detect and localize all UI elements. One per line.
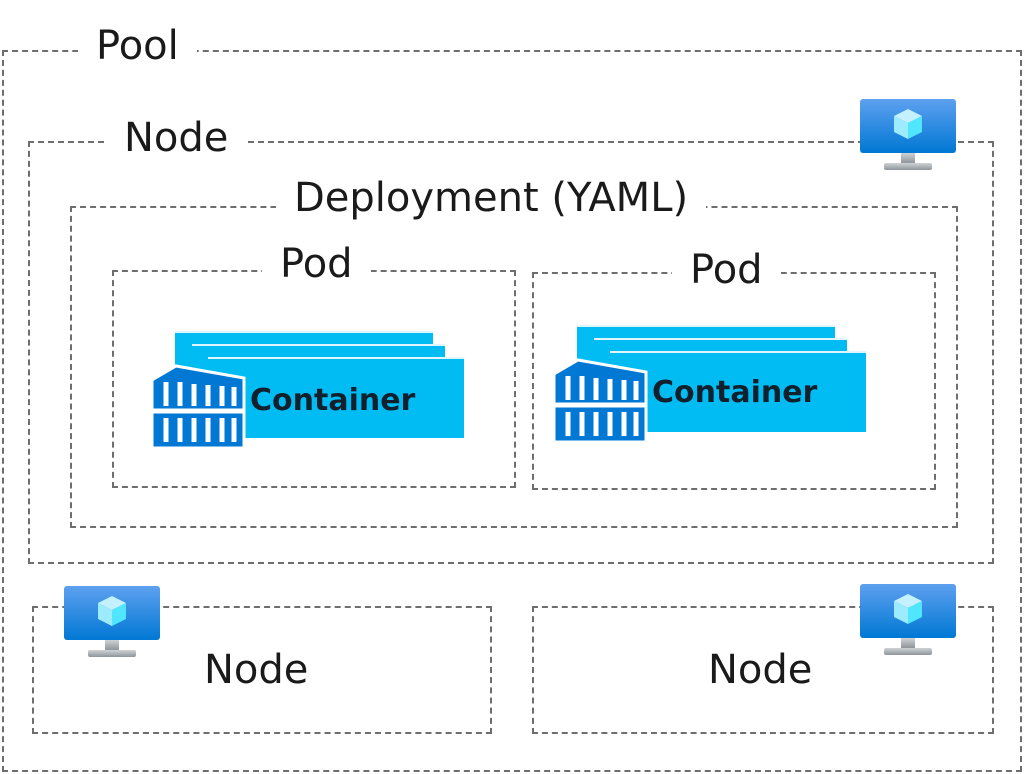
pod-label-2: Pod [672,248,781,292]
virtual-machine-icon [860,584,956,655]
node-box-main [28,141,994,564]
container-label-2: Container [652,375,818,410]
container-stack-icon: Container [150,331,464,450]
pod-label-1: Pod [262,242,371,286]
container-stack-icon: Container [552,325,866,444]
container-label-1: Container [250,383,416,418]
node-box-bottom-left [32,606,492,734]
virtual-machine-icon [860,99,956,170]
node-label-bottom-right: Node [708,647,813,693]
pool-box [2,50,1022,772]
node-label-bottom-left: Node [204,647,309,693]
virtual-machine-icon [64,586,160,657]
deployment-label: Deployment (YAML) [276,176,707,220]
node-label-main: Node [106,116,247,160]
pool-label: Pool [78,24,197,68]
node-box-bottom-right [532,606,994,734]
